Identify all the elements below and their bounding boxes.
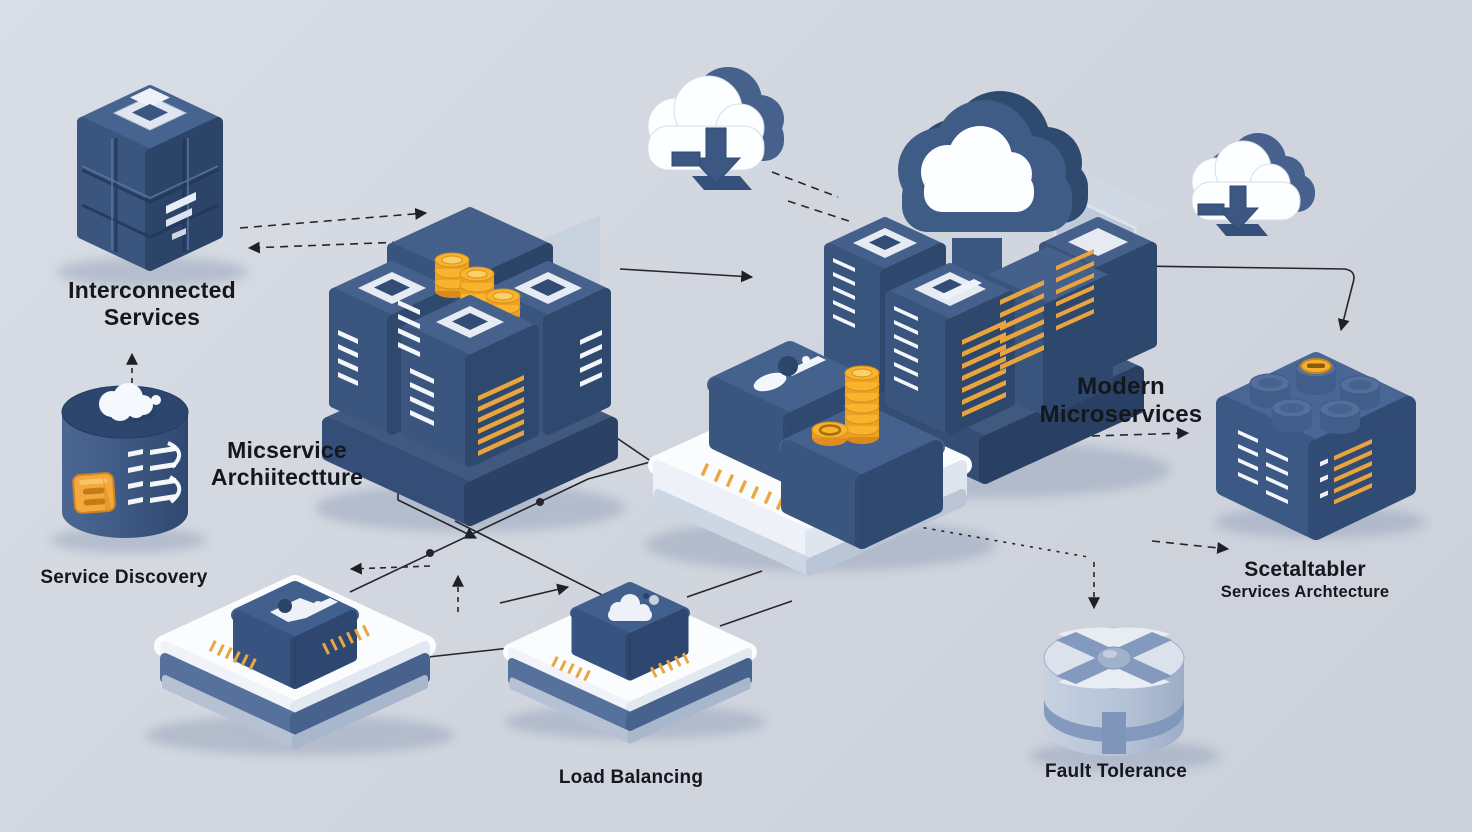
label-fault-tolerance: Fault Tolerance (1006, 761, 1226, 783)
label-line: Micservice (227, 437, 347, 463)
label-modern-microservices: Modern Microservices (1010, 373, 1232, 430)
cloud-download-icon-small (1191, 133, 1315, 236)
app-cube-icon (231, 581, 359, 689)
badge-icon (72, 472, 116, 514)
microservice-cluster-icon (322, 207, 618, 526)
service-discovery-database-icon (61, 383, 189, 538)
label-line: Scetaltabler (1244, 558, 1366, 581)
label-line: Microservices (1039, 401, 1203, 429)
app-cube-icon (570, 582, 690, 681)
download-arrow-icon (1197, 185, 1268, 236)
label-line: Modern (1077, 373, 1165, 400)
label-microservice-architecture: Micservice Archiitectture (172, 437, 402, 491)
label-line: Services Archtecture (1220, 582, 1390, 601)
platform-code-marks (208, 624, 370, 671)
label-line: Load Balancing (558, 767, 704, 788)
single-coin-icon (811, 421, 849, 446)
label-line: Services (103, 304, 201, 331)
scalable-node-icon (1216, 352, 1416, 540)
label-interconnected-services: Interconnected Services (40, 277, 264, 331)
cloud-glyph (99, 383, 161, 421)
cloud-download-icon (647, 67, 784, 190)
interconnected-cubes-icon (77, 85, 223, 271)
label-service-discovery: Service Discovery (14, 567, 234, 589)
knob-cylinders (1249, 358, 1381, 434)
download-arrow-icon (671, 127, 752, 190)
label-line: Archiitectture (210, 464, 364, 491)
label-line: Fault Tolerance (1044, 761, 1187, 782)
central-platform-icon (648, 341, 972, 576)
label-line: Service Discovery (40, 567, 208, 588)
platform-code-marks (551, 652, 690, 682)
label-load-balancing: Load Balancing (521, 767, 741, 789)
label-line: Interconnected (68, 277, 236, 303)
label-scalable-services: Scetaltabler Services Archtecture (1185, 558, 1425, 602)
load-balancer-platform-icon (154, 575, 436, 749)
service-platform-icon (503, 582, 757, 744)
coin-stack-icon (811, 365, 880, 446)
fault-tolerance-disk-icon (1043, 627, 1185, 756)
